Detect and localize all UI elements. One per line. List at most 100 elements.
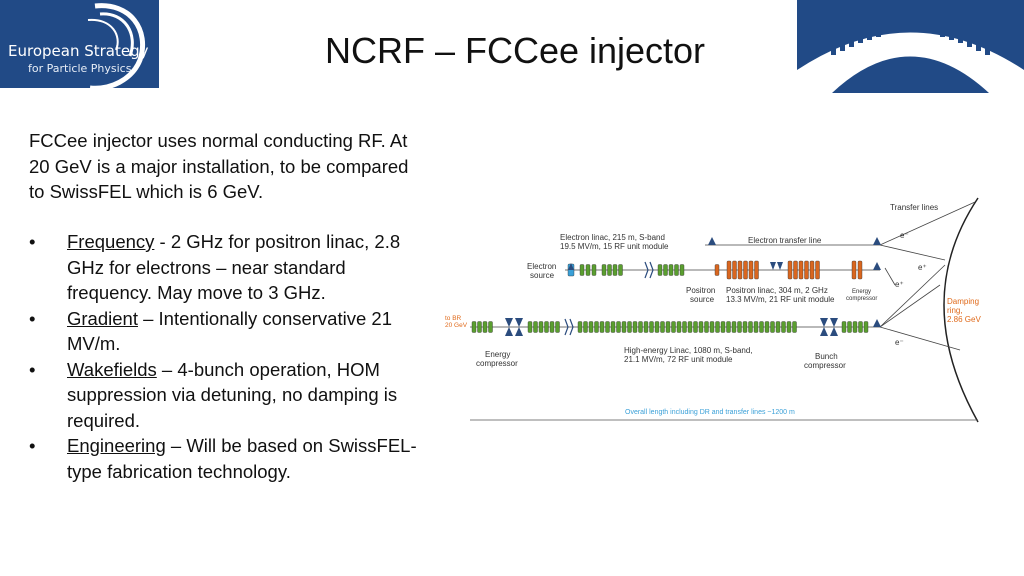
he-rf-module (533, 321, 538, 333)
positron-rf-module (737, 260, 743, 280)
positron-source-module (714, 264, 720, 276)
label-electron-linac-2: 19.5 MV/m, 15 RF unit module (560, 242, 669, 251)
label-positron-source-1: Positron (686, 286, 715, 295)
he-rf-module (731, 321, 737, 333)
label-e-minus-2: e⁻ (895, 338, 904, 347)
label-electron-source-2: source (530, 271, 555, 280)
he-rf-module (687, 321, 693, 333)
he-rf-module (841, 321, 847, 333)
he-rf-module (577, 321, 583, 333)
label-e-plus-1: e⁺ (918, 263, 927, 272)
he-rf-module (847, 321, 852, 333)
electron-rf-module (618, 264, 623, 276)
bullet-marker: • (29, 358, 36, 380)
label-electron-transfer-line: Electron transfer line (748, 236, 822, 245)
label-electron-source-1: Electron (527, 262, 556, 271)
compressor-chicanes (505, 262, 838, 336)
he-rf-module (726, 321, 731, 333)
rialto-bridge-icon (797, 16, 1024, 93)
he-rf-module (665, 321, 671, 333)
label-damping-ring-1: Damping (947, 297, 979, 306)
bullet-engineering: • Engineering – Will be based on SwissFEL… (29, 433, 429, 484)
break-marks (564, 261, 654, 336)
text-wakefields: – 4-bunch operation, HOM suppression via… (67, 358, 398, 431)
label-damping-ring-3: 2.86 GeV (947, 315, 981, 324)
he-rf-module (737, 321, 742, 333)
he-rf-module (715, 321, 720, 333)
label-positron-source-2: source (690, 295, 715, 304)
label-damping-ring-2: ring, (947, 306, 963, 315)
label-energy-comp-small-1: Energy (852, 289, 871, 295)
bullet-marker: • (29, 435, 36, 456)
he-rf-module (594, 321, 599, 333)
he-rf-module (863, 321, 869, 333)
he-rf-module (781, 321, 786, 333)
positron-rf-module (732, 260, 737, 280)
he-rf-module (643, 321, 649, 333)
label-overall-length: Overall length including DR and transfer… (625, 409, 795, 416)
he-rf-module (786, 321, 792, 333)
he-rf-module (709, 321, 715, 333)
label-he-linac-2: 21.1 MV/m, 72 RF unit module (624, 355, 733, 364)
bullet-list: •Frequency - 2 GHz for positron linac, 2… (29, 229, 429, 484)
label-bunch-compressor-2: compressor (804, 361, 846, 370)
he-rf-module (748, 321, 753, 333)
he-rf-module (720, 321, 726, 333)
he-rf-module (682, 321, 687, 333)
positron-rf-module (798, 260, 804, 280)
label-energy-compressor-1: Energy (485, 350, 510, 359)
label-to-br-2: 20 GeV (445, 322, 468, 329)
electron-rf-module (657, 264, 663, 276)
positron-rf-module (748, 260, 754, 280)
label-electron-linac-1: Electron linac, 215 m, S-band (560, 233, 665, 242)
label-energy-comp-small-2: compressor (846, 296, 877, 302)
he-rf-module (858, 321, 863, 333)
term-engineering: Engineering (67, 435, 166, 456)
positron-rf-module (787, 260, 793, 280)
he-rf-module (753, 321, 759, 333)
he-rf-module (616, 321, 621, 333)
he-rf-module (471, 321, 477, 333)
positron-rf-module (726, 260, 732, 280)
positron-rf-module (754, 260, 759, 280)
he-rf-module (676, 321, 682, 333)
he-rf-module (477, 321, 482, 333)
positron-rf-module (804, 260, 809, 280)
he-rf-module (555, 321, 560, 333)
high-energy-linac-modules (471, 321, 869, 333)
bullet-gradient: •Gradient – Intentionally conservative 2… (29, 306, 429, 357)
he-rf-module (742, 321, 748, 333)
positron-linac-modules (714, 260, 863, 280)
he-rf-module (583, 321, 588, 333)
text-engineering: – Will be based on SwissFEL-type fabrica… (67, 435, 417, 482)
he-rf-module (698, 321, 704, 333)
label-e-plus-2: e⁺ (895, 280, 904, 289)
electron-rf-module (663, 264, 668, 276)
electron-rf-module (674, 264, 679, 276)
bullet-wakefields: • Wakefields – 4-bunch operation, HOM sup… (29, 357, 429, 434)
damping-ring-arc (943, 197, 979, 423)
he-rf-module (632, 321, 638, 333)
he-rf-module (538, 321, 544, 333)
electron-rf-module (579, 264, 585, 276)
electron-rf-module (607, 264, 612, 276)
he-rf-module (527, 321, 533, 333)
electron-rf-module (668, 264, 674, 276)
he-rf-module (671, 321, 676, 333)
he-rf-module (610, 321, 616, 333)
he-rf-module (482, 321, 488, 333)
term-wakefields: Wakefields (67, 358, 157, 380)
logo-line-2: for Particle Physics (28, 62, 132, 75)
he-rf-module (549, 321, 555, 333)
electron-rf-module (612, 264, 618, 276)
he-rf-module (649, 321, 654, 333)
he-rf-module (588, 321, 594, 333)
he-rf-module (488, 321, 493, 333)
electron-rf-module (679, 264, 685, 276)
positron-rf-module (809, 260, 815, 280)
he-rf-module (654, 321, 660, 333)
bend-magnets (568, 237, 881, 327)
slide-title: NCRF – FCCee injector (324, 30, 706, 71)
positron-rf-module (815, 260, 820, 280)
label-he-linac-1: High-energy Linac, 1080 m, S-band, (624, 346, 753, 355)
